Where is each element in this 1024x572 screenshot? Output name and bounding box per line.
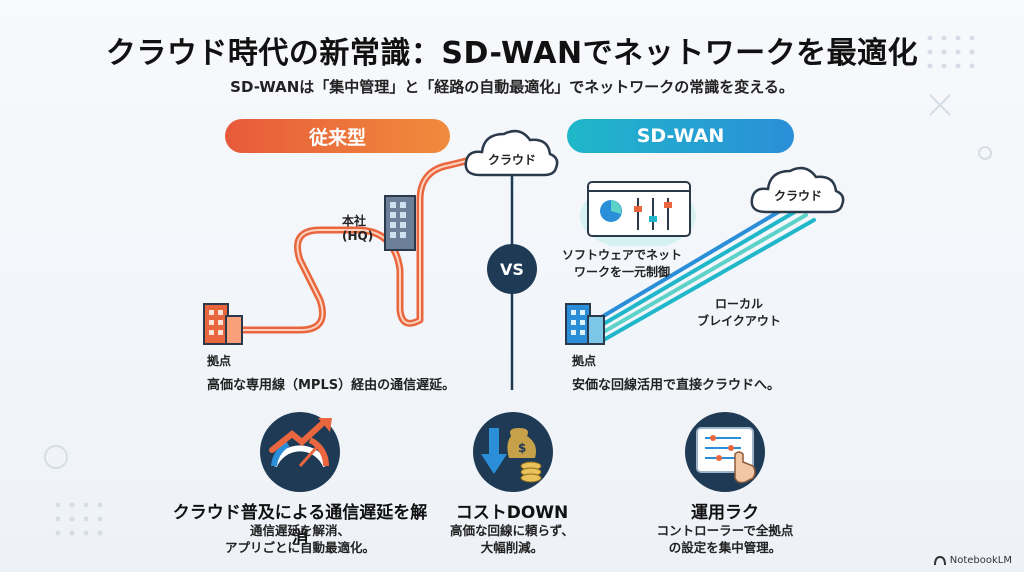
money-bag-icon: $ [473, 412, 553, 492]
svg-text:$: $ [518, 441, 526, 455]
feature-operation-desc: コントローラーで全拠点 の設定を集中管理。 [656, 523, 794, 555]
sdwan-branch-label: 拠点 [572, 354, 597, 368]
sdwan-cloud-icon [750, 166, 845, 214]
feature-latency-title: クラウド普及による通信遅延を解消 [172, 503, 428, 548]
brand-badge: NotebookLM [933, 555, 1012, 566]
legacy-branch-label: 拠点 [207, 354, 232, 368]
feature-cost-title: コストDOWN [455, 503, 569, 523]
legacy-cloud-label: クラウド [487, 153, 536, 167]
local-breakout-label: ローカル ブレイクアウト [697, 297, 781, 328]
sdwan-label: SD-WAN [567, 119, 794, 153]
software-control-label: ソフトウェアでネット ワークを一元制御 [561, 248, 682, 279]
legacy-description: 高価な専用線（MPLS）経由の通信遅延。 [207, 378, 456, 393]
brand-name: NotebookLM [949, 555, 1012, 566]
sdwan-cloud-label: クラウド [773, 189, 822, 203]
feature-latency-desc: 通信遅延を解消、 アプリごとに自動最適化。 [224, 523, 375, 555]
sdwan-branch-building-icon [565, 303, 605, 345]
branch-building-icon [203, 303, 243, 345]
speed-gauge-icon [260, 412, 340, 492]
hq-label: 本社 (HQ) [342, 214, 374, 243]
feature-operation-title: 運用ラク [691, 503, 759, 523]
vs-badge: VS [487, 244, 537, 294]
tablet-control-icon [685, 412, 765, 492]
cloud-icon [464, 129, 559, 177]
feature-cost-desc: 高価な回線に頼らず、 大幅削減。 [450, 523, 574, 555]
page-title: クラウド時代の新常識：SD-WANでネットワークを最適化 [105, 36, 919, 71]
notebooklm-logo-icon [933, 555, 946, 565]
hq-building-icon [384, 195, 416, 251]
sdwan-description: 安価な回線活用で直接クラウドへ。 [572, 378, 781, 393]
legacy-label: 従来型 [225, 119, 450, 153]
page-subtitle: SD-WANは「集中管理」と「経路の自動最適化」でネットワークの常識を変える。 [230, 78, 794, 96]
dashboard-window-icon [580, 181, 696, 246]
